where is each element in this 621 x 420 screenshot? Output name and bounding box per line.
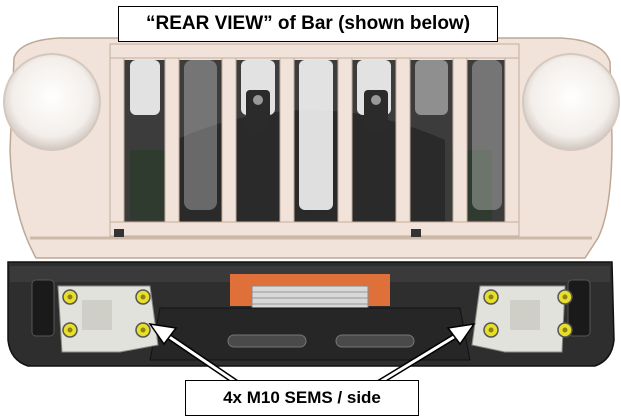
clip-icon [114, 229, 124, 237]
grille [9, 37, 613, 259]
left-arrow-icon [148, 322, 242, 388]
view-title-label: “REAR VIEW” of Bar (shown below) [118, 6, 498, 42]
bolt-icon [62, 289, 78, 305]
bolt-icon [135, 289, 151, 305]
headlamps [3, 53, 620, 151]
left-mount-bracket [57, 285, 159, 353]
bolt-icon [557, 289, 573, 305]
bolt-icon [135, 322, 151, 338]
bar-slot-left [227, 334, 307, 348]
bolt-icon [483, 322, 499, 338]
right-arrow-icon [373, 322, 476, 388]
clip-icon [411, 229, 421, 237]
bolt-icon [557, 322, 573, 338]
grille-brackets [246, 90, 388, 130]
left-headlamp [3, 53, 101, 151]
bolts [62, 289, 573, 338]
bolt-icon [62, 322, 78, 338]
bolt-icon [483, 289, 499, 305]
callout-arrows [148, 322, 476, 388]
right-headlamp [522, 53, 620, 151]
bar-slot-right [335, 334, 415, 348]
bolt-callout-label: 4x M10 SEMS / side [185, 380, 419, 416]
